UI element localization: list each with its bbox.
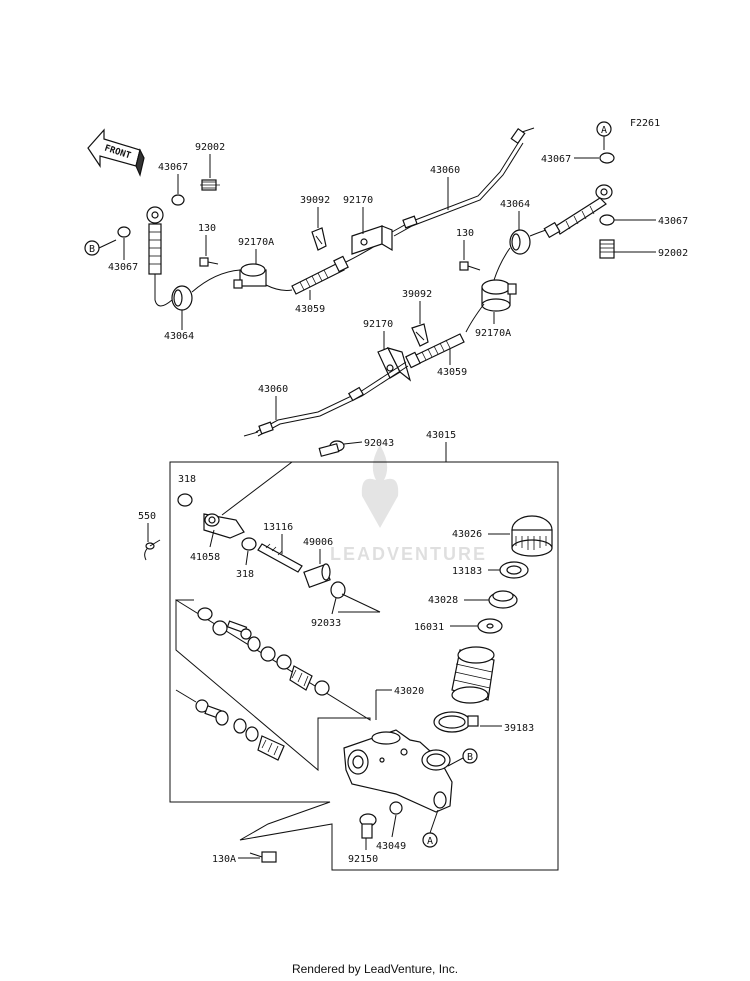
label-43067-upper-left: 43067 xyxy=(158,162,188,173)
label-43049: 43049 xyxy=(376,841,406,852)
kit-parts-row-1 xyxy=(197,607,330,696)
label-92002-right: 92002 xyxy=(658,248,688,259)
grommet-43064-right xyxy=(509,229,531,255)
label-92043: 92043 xyxy=(364,438,394,449)
kit-parts-row-2 xyxy=(195,699,285,761)
label-43028: 43028 xyxy=(428,595,458,606)
clip-39092-upper xyxy=(311,227,327,251)
label-39183: 39183 xyxy=(504,723,534,734)
washer-43067-left xyxy=(117,226,131,238)
washer-43049 xyxy=(389,801,403,815)
assembly-boundary xyxy=(169,461,559,871)
bracket-92170-mid xyxy=(377,347,412,382)
label-43059-upper: 43059 xyxy=(295,304,325,315)
rod-end-left xyxy=(146,206,164,275)
pin-92043 xyxy=(318,440,345,457)
watermark-text: LEADVENTURE xyxy=(330,544,488,564)
clip-39092-mid xyxy=(411,323,429,347)
label-39092-upper: 39092 xyxy=(300,195,330,206)
label-49006: 49006 xyxy=(303,537,333,548)
reservoir-boot xyxy=(451,646,495,704)
grommet-43064-left xyxy=(171,285,193,311)
washer-43067-upper-right xyxy=(599,152,615,164)
label-43067-upper-right: 43067 xyxy=(541,154,571,165)
master-cylinder-body xyxy=(343,729,453,813)
label-318-upper: 318 xyxy=(178,474,196,485)
adjuster-43059-mid xyxy=(405,333,465,369)
bolt-130-right xyxy=(459,261,481,271)
rod-end-right xyxy=(543,184,613,239)
adjuster-43059-upper xyxy=(291,255,349,295)
bolt-130-left xyxy=(199,257,219,267)
label-43060-upper: 43060 xyxy=(430,165,460,176)
bolt-130A xyxy=(249,851,277,863)
front-arrow: FRONT xyxy=(87,128,145,177)
plate-13183 xyxy=(499,561,529,579)
label-43064-left: 43064 xyxy=(164,331,194,342)
clamp-92170A-right xyxy=(481,279,517,312)
marker-b-left-label: B xyxy=(89,244,95,255)
label-92170A-left: 92170A xyxy=(238,237,274,248)
label-43067-left: 43067 xyxy=(108,262,138,273)
figure-code: F2261 xyxy=(630,118,660,129)
marker-b-lower xyxy=(462,748,478,764)
washer-43067-upper-left xyxy=(171,194,185,206)
nut-318-upper xyxy=(177,493,193,507)
circlip-92033 xyxy=(330,581,346,599)
washer-43067-right xyxy=(599,214,615,226)
bolt-92150 xyxy=(359,813,377,839)
label-43059-mid: 43059 xyxy=(437,367,467,378)
label-130A: 130A xyxy=(212,854,236,865)
diaphragm-43028 xyxy=(488,590,518,609)
bolt-92002-right xyxy=(599,239,615,259)
label-92170-upper: 92170 xyxy=(343,195,373,206)
marker-a-lower-label: A xyxy=(427,836,433,847)
footer-credit: Rendered by LeadVenture, Inc. xyxy=(291,962,459,976)
label-13116: 13116 xyxy=(263,522,293,533)
label-43020: 43020 xyxy=(394,686,424,697)
label-318-lower: 318 xyxy=(236,569,254,580)
label-550: 550 xyxy=(138,511,156,522)
label-92033: 92033 xyxy=(311,618,341,629)
marker-b-lower-label: B xyxy=(467,752,473,763)
clamp-92170A-left xyxy=(233,263,267,289)
label-16031: 16031 xyxy=(414,622,444,633)
hose-clamp-39183 xyxy=(433,711,479,733)
marker-a-upper-label: A xyxy=(601,125,607,136)
float-16031 xyxy=(477,618,503,634)
clevis-41058 xyxy=(203,513,245,539)
watermark-logo xyxy=(361,445,399,528)
label-92002-left: 92002 xyxy=(195,142,225,153)
label-13183: 13183 xyxy=(452,566,482,577)
label-92170-mid: 92170 xyxy=(363,319,393,330)
bolt-92002-left xyxy=(200,179,220,191)
label-92150: 92150 xyxy=(348,854,378,865)
label-39092-mid: 39092 xyxy=(402,289,432,300)
cotter-pin-550 xyxy=(144,539,161,561)
label-130-left: 130 xyxy=(198,223,216,234)
label-43064-right: 43064 xyxy=(500,199,530,210)
bracket-92170-upper xyxy=(351,225,393,255)
label-92170A-right: 92170A xyxy=(475,328,511,339)
nut-318-lower xyxy=(241,537,257,551)
label-43067-right: 43067 xyxy=(658,216,688,227)
label-43015: 43015 xyxy=(426,430,456,441)
label-130-right: 130 xyxy=(456,228,474,239)
boot-49006 xyxy=(303,563,331,589)
push-rod-13116 xyxy=(257,543,303,573)
label-41058: 41058 xyxy=(190,552,220,563)
label-43026: 43026 xyxy=(452,529,482,540)
cap-43026 xyxy=(511,515,553,557)
label-43060-lower: 43060 xyxy=(258,384,288,395)
